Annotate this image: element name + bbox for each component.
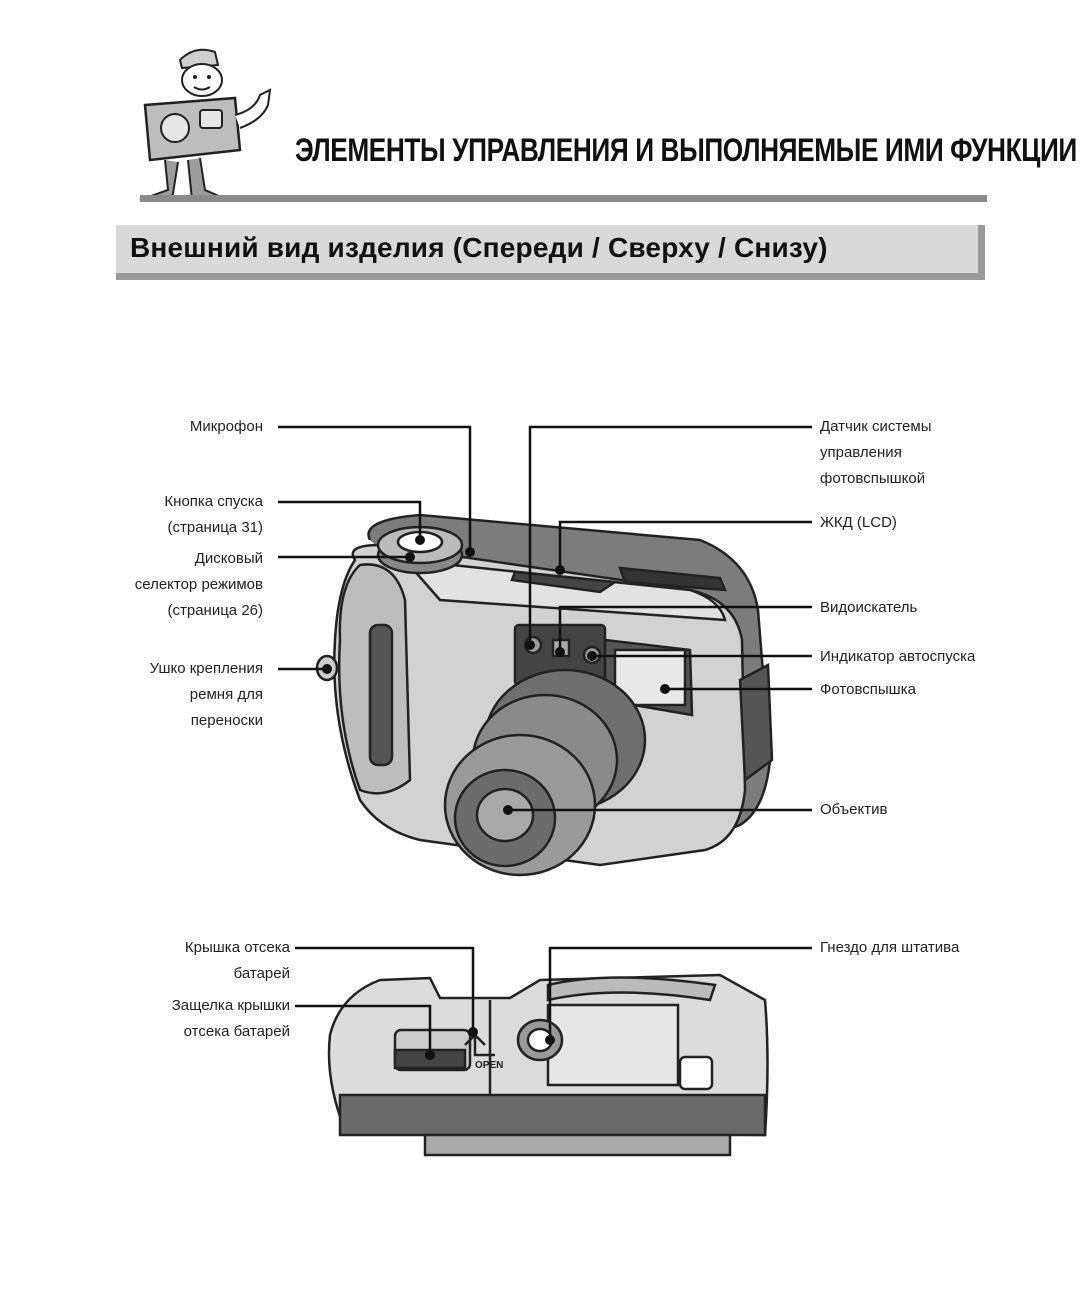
label-battery-cover: Крышка отсека батарей — [185, 935, 290, 987]
label-line: (страница 31) — [167, 519, 264, 536]
label-line: батарей — [233, 965, 290, 982]
header-divider — [140, 195, 987, 202]
label-viewfinder: Видоискатель — [820, 599, 918, 616]
label-flash: Фотовспышка — [820, 681, 916, 698]
label-mode-dial: Дисковый селектор режимов (страница 26) — [135, 546, 263, 624]
label-self-timer-lamp: Индикатор автоспуска — [820, 648, 976, 665]
label-line: Крышка отсека — [184, 939, 290, 956]
label-line: Защелка крышки — [171, 997, 290, 1014]
label-lens: Объектив — [820, 801, 888, 818]
section-banner: Внешний вид изделия (Спереди / Сверху / … — [116, 225, 985, 280]
label-line: Кнопка спуска — [164, 493, 263, 510]
label-line: (страница 26) — [167, 602, 264, 619]
label-lcd: ЖКД (LCD) — [820, 514, 897, 531]
bottom-camera-illustration — [327, 973, 769, 1157]
section-title: Внешний вид изделия (Спереди / Сверху / … — [130, 232, 828, 263]
label-battery-latch: Защелка крышки отсека батарей — [172, 993, 290, 1045]
front-camera-illustration — [315, 513, 774, 877]
label-line: ремня для — [189, 686, 263, 703]
camera-mascot-illustration — [139, 48, 272, 201]
label-line: Датчик системы — [820, 418, 932, 435]
label-line: селектор режимов — [134, 576, 263, 593]
label-tripod-socket: Гнездо для штатива — [820, 939, 960, 956]
leader-dots — [322, 535, 670, 1060]
label-shutter-button: Кнопка спуска (страница 31) — [164, 489, 263, 541]
open-marking: OPEN — [475, 1060, 503, 1071]
leader-lines — [278, 425, 812, 1055]
label-microphone: Микрофон — [189, 418, 263, 435]
label-line: управления — [820, 444, 902, 461]
label-line: Ушко крепления — [149, 660, 263, 677]
label-strap-eyelet: Ушко крепления ремня для переноски — [150, 656, 263, 734]
label-line: переноски — [190, 712, 263, 729]
label-line: фотовспышкой — [820, 470, 926, 487]
label-line: отсека батарей — [183, 1023, 290, 1040]
label-line: Дисковый — [194, 550, 263, 567]
label-flash-sensor: Датчик системы управления фотовспышкой — [820, 414, 931, 492]
